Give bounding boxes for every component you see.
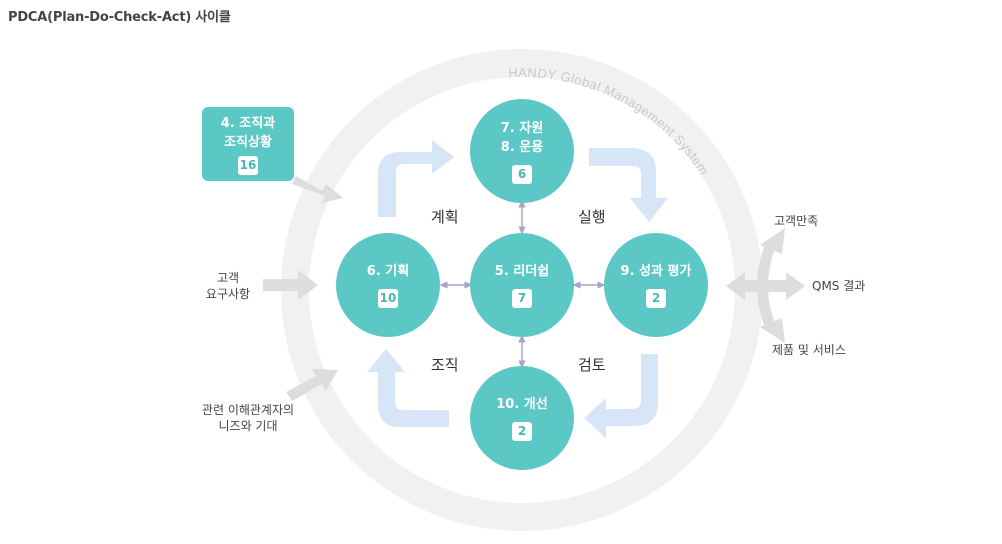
phase-label-check: 검토 (578, 356, 606, 374)
node-planning: 6. 기획 10 (336, 233, 440, 337)
node-support-line1: 7. 자원 (500, 120, 544, 136)
node-leadership: 5. 리더쉽 7 (470, 233, 574, 337)
flow-arrow-act-icon (367, 349, 449, 427)
flow-arrows (367, 140, 668, 438)
input-arrow-customer-icon (263, 270, 318, 300)
node-support-operation: 7. 자원 8. 운용 6 (470, 99, 574, 203)
node-improvement-count: 2 (512, 422, 532, 441)
context-box-line2: 조직상황 (224, 134, 272, 150)
phase-label-plan: 계획 (431, 208, 459, 226)
input-stakeholder-line1: 관련 이해관계자의 (201, 403, 295, 417)
input-arrow-stakeholder-icon (286, 369, 338, 401)
phase-label-do: 실행 (578, 208, 606, 226)
output-products-services: 제품 및 서비스 (772, 343, 846, 357)
phase-label-act: 조직 (431, 356, 459, 374)
input-customer-requirements: 고객 요구사항 (196, 270, 260, 302)
output-arrow-horizontal-icon (726, 272, 805, 300)
node-evaluation-count: 2 (646, 289, 666, 308)
output-customer-satisfaction: 고객만족 (774, 214, 819, 228)
output-arrow-bottom-icon (760, 318, 785, 343)
node-leadership-count: 7 (512, 289, 532, 308)
node-planning-count: 10 (377, 289, 399, 308)
page-title: PDCA(Plan-Do-Check-Act) 사이클 (8, 10, 231, 25)
node-improvement: 10. 개선 2 (470, 366, 574, 470)
flow-arrow-do-icon (589, 148, 668, 222)
context-box-line1: 4. 조직과 (220, 115, 276, 131)
flow-arrow-plan-icon (378, 140, 454, 217)
node-evaluation: 9. 성과 평가 2 (604, 233, 708, 337)
node-improvement-line1: 10. 개선 (496, 397, 548, 412)
output-arrow-top-icon (760, 228, 785, 254)
node-evaluation-line1: 9. 성과 평가 (620, 264, 692, 279)
context-box: 4. 조직과 조직상황 16 (202, 107, 294, 181)
input-arrow-context-icon (292, 176, 343, 203)
input-stakeholder-line2: 니즈와 기대 (218, 419, 278, 433)
flow-arrow-check-icon (584, 354, 658, 438)
output-arrows (726, 228, 805, 343)
output-qms-results: QMS 결과 (812, 279, 866, 293)
input-customer-line1: 고객 (216, 271, 240, 285)
input-stakeholder-needs: 관련 이해관계자의 니즈와 기대 (192, 402, 304, 434)
node-leadership-line1: 5. 리더쉽 (494, 264, 550, 279)
node-support-count: 6 (512, 164, 532, 184)
input-customer-line2: 요구사항 (205, 287, 251, 301)
context-box-count: 16 (237, 155, 259, 175)
node-support-line2: 8. 운용 (500, 139, 544, 155)
node-planning-line1: 6. 기획 (366, 264, 410, 279)
